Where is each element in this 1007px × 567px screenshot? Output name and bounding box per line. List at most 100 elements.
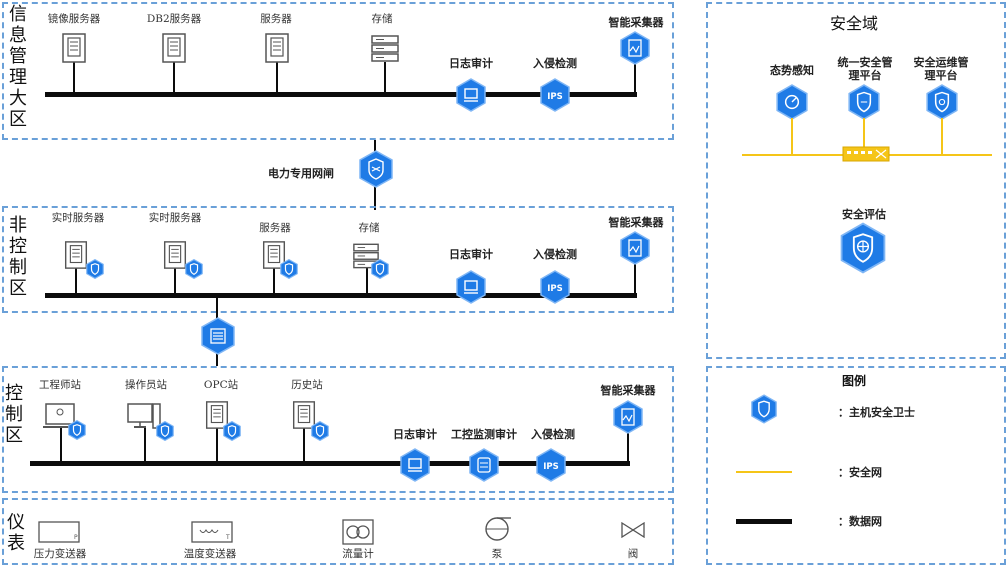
server-icon — [162, 33, 186, 63]
server-icon — [265, 33, 289, 63]
drop-storage-info — [384, 62, 386, 94]
zone-non-control — [2, 206, 674, 313]
flow-meter-icon — [342, 519, 374, 545]
label-pump: 泵 — [491, 548, 503, 560]
label-log-audit-noncontrol: 日志审计 — [449, 248, 493, 261]
label-log-audit-control: 日志审计 — [393, 428, 437, 441]
drop-server-info — [276, 62, 278, 94]
label-server-noncontrol: 服务器 — [259, 222, 291, 234]
data-bus-noncontrol — [45, 293, 637, 298]
host-guard-icon — [371, 259, 389, 279]
zone-instrument — [2, 498, 674, 565]
drop-collector-info — [634, 62, 636, 94]
drop-collector-noncontrol — [634, 262, 636, 295]
data-bus-control — [30, 461, 630, 466]
label-history-station: 历史站 — [291, 379, 323, 391]
server-icon — [262, 241, 286, 269]
drop-server-noncontrol — [273, 268, 275, 295]
label-storage-noncontrol: 存储 — [358, 222, 380, 234]
ips-badge-text: IPS — [543, 462, 559, 472]
legend-host-guard-label: ：主机安全卫士 — [838, 406, 915, 419]
svg-text:P: P — [74, 534, 78, 541]
zone-title-text: 控制区 — [5, 383, 23, 446]
zone-title-text: 信息管理大区 — [9, 4, 27, 130]
legend-data-net-label: ：数据网 — [838, 515, 882, 528]
host-guard-icon — [311, 421, 329, 441]
data-bus-info — [45, 92, 637, 97]
security-assessment-icon — [840, 222, 886, 274]
ics-audit-icon — [469, 448, 499, 482]
pressure-transmitter-icon: P — [38, 521, 80, 543]
ips-icon: IPS — [540, 270, 570, 304]
drop-collector-control — [627, 430, 629, 463]
drop-storage-noncontrol — [366, 268, 368, 295]
storage-icon — [353, 243, 379, 269]
label-operator-station: 操作员站 — [125, 379, 167, 391]
drop-operator — [144, 428, 146, 463]
temperature-transmitter-icon: T — [191, 521, 233, 543]
label-flow-meter: 流量计 — [342, 548, 374, 560]
label-security-assessment: 安全评估 — [842, 208, 886, 221]
label-mirror-server: 镜像服务器 — [47, 13, 101, 25]
zone-title-info-management: 信息管理大区 — [8, 4, 28, 130]
security-drop-unified — [863, 118, 865, 148]
label-gateway: 电力专用网闸 — [268, 167, 334, 180]
label-ics-audit-control: 工控监测审计 — [451, 428, 517, 441]
server-icon — [292, 401, 316, 429]
legend-data-net-swatch — [736, 519, 792, 524]
storage-icon — [371, 35, 399, 62]
collector-icon — [613, 400, 643, 434]
zone-info-management — [2, 2, 674, 140]
situation-awareness-icon — [776, 84, 808, 120]
ips-badge-text: IPS — [547, 92, 563, 102]
label-log-audit-info: 日志审计 — [449, 57, 493, 70]
log-audit-icon — [456, 78, 486, 112]
host-guard-icon — [68, 420, 86, 440]
server-icon — [64, 241, 88, 269]
legend-security-net-swatch — [736, 471, 792, 473]
log-audit-icon — [456, 270, 486, 304]
host-guard-icon — [751, 394, 777, 424]
valve-icon — [621, 522, 645, 538]
label-valve: 阀 — [627, 548, 639, 560]
ips-icon: IPS — [540, 78, 570, 112]
zone-title-instrument: 仪表 — [6, 512, 26, 554]
label-realtime-server-1: 实时服务器 — [51, 212, 105, 224]
label-unified-security-platform: 统一安全管理平台 — [837, 56, 893, 82]
title-legend: 图例 — [842, 374, 867, 388]
label-collector-noncontrol: 智能采集器 — [608, 216, 664, 229]
svg-text:T: T — [225, 534, 230, 541]
label-pressure-transmitter: 压力变送器 — [33, 548, 87, 560]
host-guard-icon — [156, 421, 174, 441]
isolation-device-icon — [201, 317, 235, 355]
security-drop-situation — [791, 118, 793, 156]
log-audit-icon — [400, 448, 430, 482]
ops-platform-icon — [926, 84, 958, 120]
zone-security-domain — [706, 2, 1006, 359]
drop-realtime-1 — [75, 268, 77, 295]
server-icon — [163, 241, 187, 269]
label-db2-server: DB2服务器 — [146, 13, 202, 25]
zone-title-control: 控制区 — [4, 383, 24, 446]
drop-db2-server — [173, 62, 175, 94]
server-icon — [205, 401, 229, 429]
label-collector-info: 智能采集器 — [608, 16, 664, 29]
label-storage-info: 存储 — [371, 13, 393, 25]
zone-control — [2, 366, 674, 493]
drop-history — [303, 428, 305, 463]
server-icon — [62, 33, 86, 63]
drop-realtime-2 — [174, 268, 176, 295]
label-situation-awareness: 态势感知 — [770, 64, 814, 77]
title-security-domain: 安全域 — [830, 14, 879, 33]
ips-badge-text: IPS — [547, 284, 563, 294]
gateway-icon — [359, 150, 393, 188]
label-intrusion-noncontrol: 入侵检测 — [533, 248, 577, 261]
label-opc-station: OPC站 — [203, 379, 239, 391]
label-collector-control: 智能采集器 — [600, 384, 656, 397]
zone-legend — [706, 366, 1006, 565]
legend-security-net-label: ：安全网 — [838, 466, 882, 479]
host-guard-icon — [86, 259, 104, 279]
label-engineer-station: 工程师站 — [39, 379, 81, 391]
host-guard-icon — [223, 421, 241, 441]
